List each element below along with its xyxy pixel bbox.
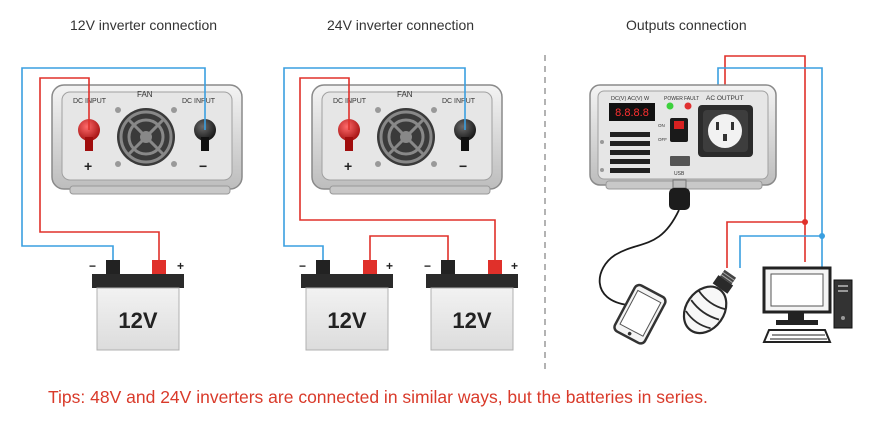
svg-text:OFF: OFF [658, 137, 667, 142]
plus-sign: + [84, 158, 92, 174]
svg-text:+: + [386, 259, 393, 273]
svg-text:−: − [299, 259, 306, 273]
battery-12v-b: − + 12V [299, 259, 393, 351]
svg-text:+: + [177, 259, 184, 273]
plus-sign: + [344, 158, 352, 174]
smartphone-icon [613, 283, 667, 345]
fan-label: FAN [137, 90, 153, 99]
fan-label: FAN [397, 90, 413, 99]
dc-input-label: DC INPUT [182, 98, 216, 105]
battery-12v-a: − + 12V [89, 259, 184, 351]
svg-text:−: − [89, 259, 96, 273]
fan-icon [375, 107, 437, 167]
battery-label: 12V [118, 308, 157, 333]
title-12v-connection: 12V inverter connection [70, 17, 218, 33]
ac-output-label: AC OUTPUT [706, 95, 744, 102]
svg-text:ON: ON [658, 123, 665, 128]
fault-led-icon [684, 102, 692, 110]
ac-socket-icon [698, 105, 753, 157]
dc-input-label: DC INPUT [73, 98, 107, 105]
svg-text:+: + [511, 259, 518, 273]
junction-dot [802, 219, 808, 225]
svg-text:POWER: POWER [664, 96, 683, 102]
minus-sign: − [199, 158, 207, 174]
dc-input-label: DC INPUT [333, 98, 367, 105]
usb-port-icon [670, 156, 690, 166]
usb-plug-icon [669, 179, 690, 210]
usb-cable [598, 209, 680, 306]
tips-note: Tips: 48V and 24V inverters are connecte… [48, 387, 708, 407]
inverter-24v: DC INPUT DC INPUT FAN + − [311, 84, 503, 195]
wires-24v [283, 67, 496, 262]
vent-grille-icon [610, 132, 650, 173]
junction-dot [819, 233, 825, 239]
svg-text:FAULT: FAULT [684, 96, 699, 102]
dc-input-label: DC INPUT [442, 98, 476, 105]
desktop-computer-icon [762, 266, 853, 343]
power-led-icon [666, 102, 674, 110]
fan-icon [115, 107, 177, 167]
battery-12v-c: − + 12V [424, 259, 518, 351]
wires-12v [21, 67, 206, 262]
title-outputs-connection: Outputs connection [626, 17, 747, 33]
display-readout: 8.8.8.8 [615, 107, 649, 119]
voltage-label: DC(V) AC(V) W [611, 96, 650, 102]
minus-sign: − [459, 158, 467, 174]
light-bulb-icon [682, 269, 737, 335]
digital-display [609, 103, 655, 121]
output-inverter: DC(V) AC(V) W 8.8.8.8 POWER FAULT AC OUT… [589, 84, 777, 190]
inverter-12v: DC INPUT DC INPUT FAN + − [51, 84, 243, 195]
battery-label: 12V [452, 308, 491, 333]
svg-text:−: − [424, 259, 431, 273]
battery-label: 12V [327, 308, 366, 333]
title-24v-connection: 24V inverter connection [327, 17, 475, 33]
svg-text:USB: USB [674, 171, 685, 177]
